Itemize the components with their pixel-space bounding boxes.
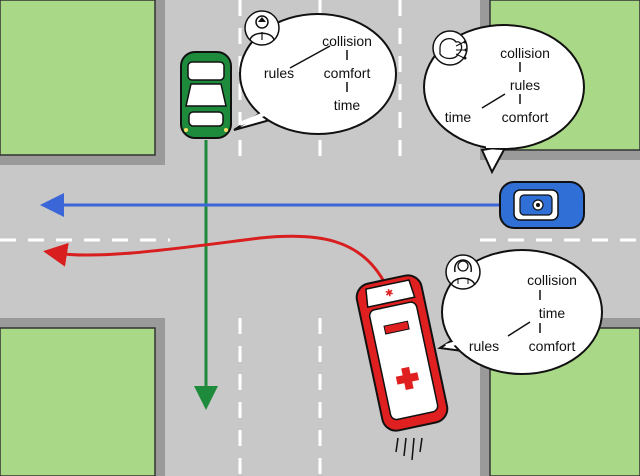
label-collision: collision: [322, 33, 372, 49]
label-comfort: comfort: [529, 338, 576, 354]
blue-car: [499, 181, 585, 229]
corner-top-left: [0, 0, 165, 165]
speech-bubble-human: collision rules comfort time: [233, 13, 397, 135]
green-car: [180, 51, 232, 139]
woman-avatar-icon: [445, 254, 481, 290]
ai-brain-icon: [432, 30, 468, 66]
label-rules: rules: [510, 77, 540, 93]
corner-bottom-right: [480, 318, 640, 476]
man-avatar-icon: [244, 10, 280, 46]
motion-lines: [395, 437, 423, 461]
label-time: time: [334, 97, 361, 113]
label-comfort: comfort: [502, 109, 549, 125]
corner-bottom-left: [0, 318, 165, 476]
label-time: time: [445, 109, 472, 125]
label-time: time: [539, 305, 566, 321]
label-rules: rules: [469, 338, 499, 354]
ambulance-path: [43, 234, 385, 281]
speech-bubble-woman: collision time rules comfort: [437, 249, 603, 375]
label-collision: collision: [500, 45, 550, 61]
label-rules: rules: [264, 65, 294, 81]
ambulance: ✱: [355, 274, 449, 432]
svg-text:✱: ✱: [384, 288, 394, 301]
label-collision: collision: [527, 272, 577, 288]
label-comfort: comfort: [324, 65, 371, 81]
